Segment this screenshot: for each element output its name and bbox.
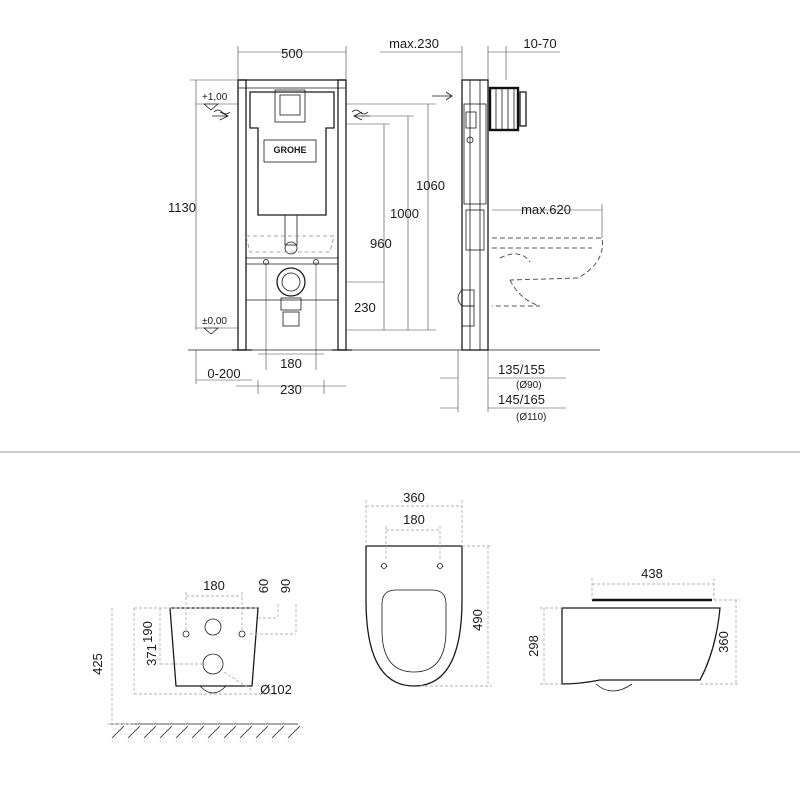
dimension-label-frame-front-brand-logo: GROHE [273,145,306,155]
dimension-label-bowl-side-outlet: Ø102 [260,682,292,697]
dimension-label-bowl-side-d-90: 90 [278,579,293,593]
dimension-label-frame-front-height-230: 230 [354,300,376,315]
frame-front-view: GROHE 500 1130 +1,00 [168,46,600,397]
dimension-label-bowl-top-w-360: 360 [403,490,425,505]
dimension-label-frame-front-level-top: +1,00 [202,92,228,103]
dimension-label-frame-side-range-10-70: 10-70 [523,36,556,51]
dimension-label-frame-front-width-500: 500 [281,46,303,61]
dimension-label-frame-front-height-1000: 1000 [390,206,419,221]
dimension-label-frame-front-spacing-230: 230 [280,382,302,397]
dimension-label-bowl-side-h-190: 190 [140,621,155,643]
dimension-label-bowl-side-w-180: 180 [203,578,225,593]
dimension-label-bowl-profile-h-298: 298 [526,635,541,657]
dimension-label-bowl-profile-l-438: 438 [641,566,663,581]
dimension-label-frame-side-d1: 135/155 [498,362,545,377]
dimension-label-bowl-top-w-180: 180 [403,512,425,527]
dimension-label-bowl-side-h-371: 371 [144,644,159,666]
grohe-logo: GROHE [273,145,306,155]
bowl-top-view: 360 180 490 [365,490,492,687]
dimension-label-frame-side-d2: 145/165 [498,392,545,407]
dimension-label-frame-front-height-960: 960 [370,236,392,251]
dimension-label-frame-front-range-0-200: 0-200 [207,366,240,381]
dimension-label-frame-front-height-1130: 1130 [168,200,196,215]
dimension-label-bowl-profile-h-360: 360 [716,631,731,653]
dimension-label-frame-side-d1-pipe: (Ø90) [516,380,542,391]
dimension-label-frame-side-max-620: max.620 [521,202,571,217]
dimension-label-frame-front-level-zero: ±0,00 [202,316,227,327]
dimension-label-frame-side-max-230: max.230 [389,36,439,51]
dimension-label-bowl-side-d-60: 60 [256,579,271,593]
dimension-label-bowl-top-l-490: 490 [470,609,485,631]
bowl-rear-view: 425 371 190 180 60 90 Ø102 [90,578,301,739]
dimension-label-frame-side-d2-pipe: (Ø110) [516,412,546,423]
bowl-side-profile: 438 298 360 [526,566,740,692]
dimension-label-bowl-side-h-425: 425 [90,653,105,675]
dimension-label-frame-front-spacing-180: 180 [280,356,302,371]
dimension-label-frame-front-height-1060: 1060 [416,178,445,193]
frame-side-view: max.230 10-70 max.620 135/155 (Ø90) 145/… [380,36,603,423]
